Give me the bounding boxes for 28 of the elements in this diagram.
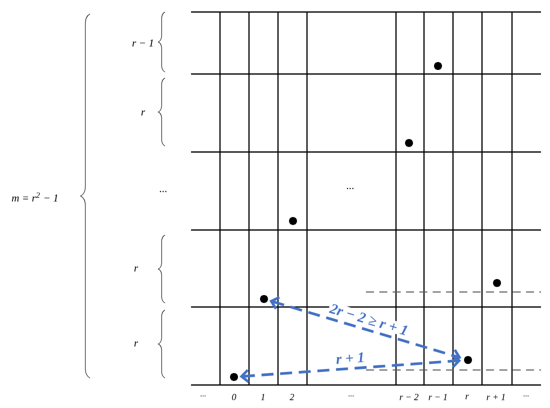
axis-label: ··· <box>160 190 166 192</box>
dot <box>289 217 297 225</box>
axis-label: r <box>141 110 146 116</box>
axis-label: ··· <box>348 395 354 396</box>
axis-label: 0 <box>232 394 236 400</box>
dot <box>464 356 472 364</box>
dot <box>260 295 268 303</box>
dot <box>434 62 442 70</box>
axis-label: 1 <box>261 394 264 400</box>
arrow <box>240 354 462 383</box>
dot <box>493 279 501 287</box>
axis-label: r − 1 <box>132 39 153 47</box>
axis-label: r + 1 <box>486 394 505 400</box>
axis-label: r <box>466 394 469 400</box>
axis-label: ··· <box>346 188 354 190</box>
axis-label: r <box>134 342 138 347</box>
axis-label: ··· <box>524 395 529 396</box>
edge-label: 2r − 2 ≥ r + 1 <box>328 304 408 336</box>
arrow <box>269 296 462 362</box>
axis-label: ··· <box>200 395 206 396</box>
axis-label: r − 1 <box>428 394 447 400</box>
edge-label: r + 1 <box>336 352 364 364</box>
axis-label: r <box>134 266 138 272</box>
axis-label: r − 2 <box>400 394 418 400</box>
dot <box>405 139 413 147</box>
axis-label: 2 <box>290 394 294 400</box>
axis-label: m = r$^{2}$ − 1 <box>12 192 58 202</box>
dot <box>230 373 238 381</box>
